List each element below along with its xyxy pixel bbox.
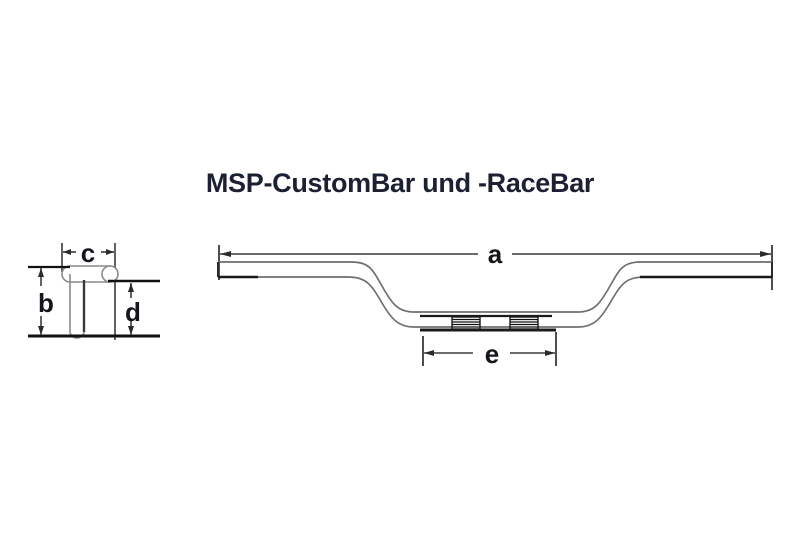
dimension-a-arrow-right: [760, 251, 771, 257]
dimension-a-arrow-left: [220, 251, 231, 257]
dimension-b: b: [38, 268, 54, 335]
knurled-block-left: [451, 316, 481, 330]
handlebar-outline-bottom: [218, 276, 772, 328]
dimension-d-arrow-top: [128, 283, 134, 292]
dimension-label-a: a: [488, 239, 503, 269]
dimension-label-c: c: [81, 238, 95, 268]
dimension-b-arrow-bottom: [38, 326, 44, 335]
dimension-c-arrow-left: [63, 249, 71, 255]
grip-end-cap-arc: [101, 265, 111, 283]
dimension-e: e: [424, 339, 555, 369]
dimension-label-d: d: [125, 297, 141, 327]
dimension-c: c: [63, 238, 114, 268]
dimension-d: d: [125, 283, 141, 335]
dimension-c-arrow-right: [106, 249, 114, 255]
handlebar-outline-top: [218, 261, 772, 313]
dimension-e-arrow-left: [424, 350, 434, 356]
dimension-a: a: [220, 239, 771, 269]
dimension-label-e: e: [485, 339, 499, 369]
dimension-label-b: b: [38, 288, 54, 318]
knurled-block-right: [509, 316, 539, 330]
dimension-e-arrow-right: [545, 350, 555, 356]
handlebar-side-view: c b: [28, 238, 160, 340]
handlebar-front-view: a: [217, 239, 773, 369]
dimension-d-arrow-bottom: [128, 326, 134, 335]
page-title: MSP-CustomBar und -RaceBar: [205, 168, 595, 198]
riser-tube-bottom-arc: [69, 329, 85, 339]
dimension-b-arrow-top: [38, 268, 44, 277]
